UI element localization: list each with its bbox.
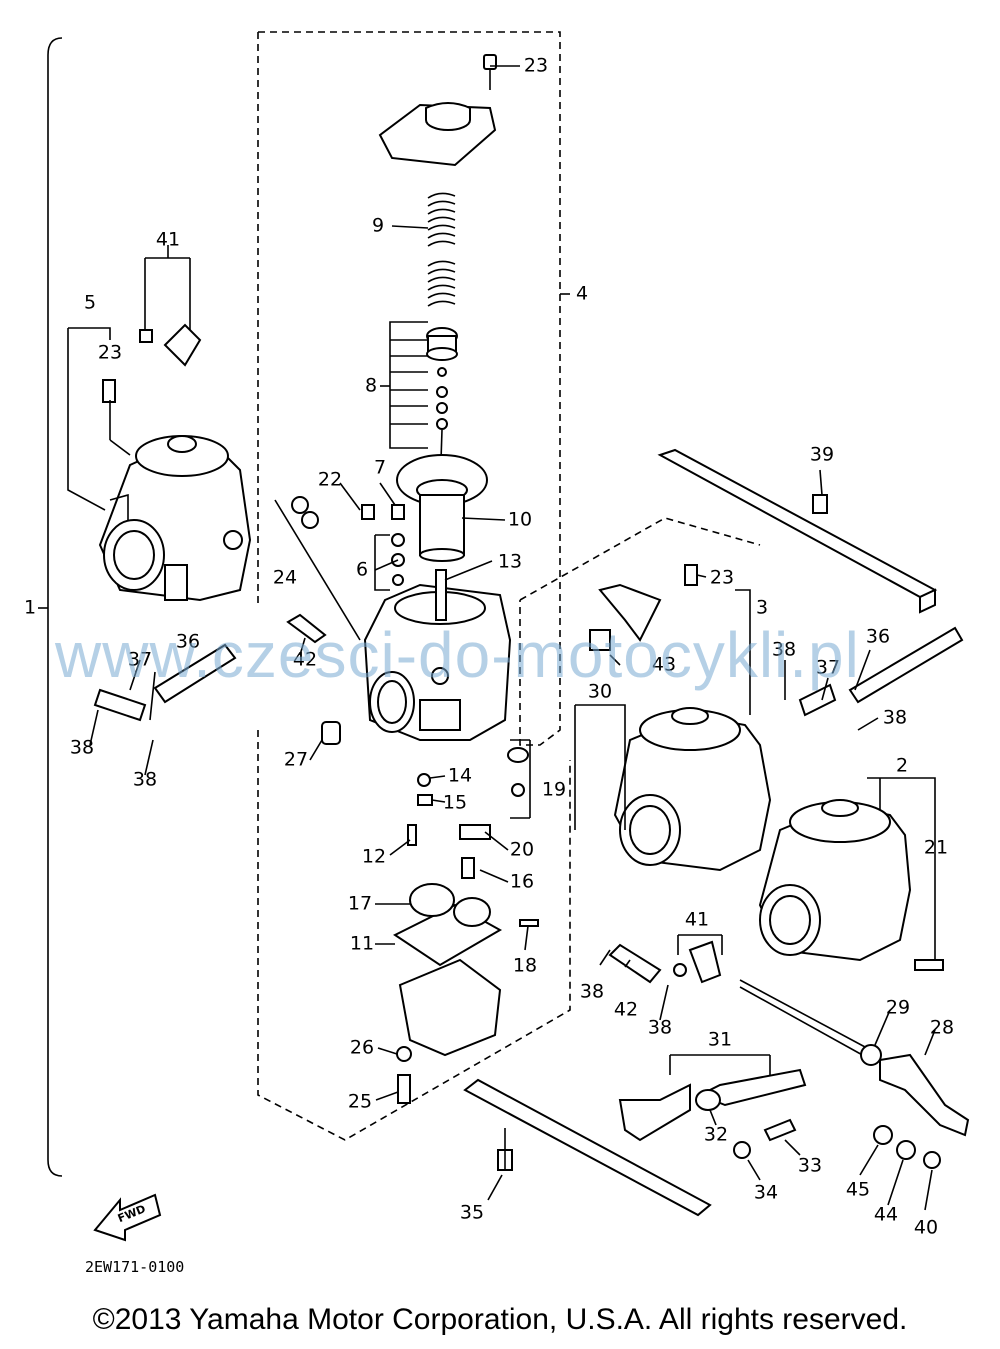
watermark-text: www.czesci-do-motocykli.pl [55, 619, 860, 691]
callout-label: 8 [365, 375, 377, 397]
callout-label: 33 [798, 1155, 822, 1177]
callout-label: 24 [273, 567, 297, 589]
float-chamber-11 [393, 883, 503, 1057]
top-stay-bar [657, 448, 938, 614]
callout-label: 3 [756, 597, 768, 619]
callout-label: 34 [754, 1182, 778, 1204]
callout-label: 12 [362, 846, 386, 868]
callout-label: 4 [576, 283, 588, 305]
callout-label: 32 [704, 1124, 728, 1146]
bottom-stay-bar [463, 1078, 712, 1217]
leader-lines [67, 65, 936, 1211]
needle-set-8 [426, 327, 458, 491]
spring-9 [427, 192, 456, 307]
callout-label: 23 [98, 342, 122, 364]
callout-label: 11 [350, 933, 374, 955]
callout-label: 22 [318, 469, 342, 491]
carb-left [98, 435, 252, 602]
callout-label: 38 [133, 769, 157, 791]
callout-label: 37 [128, 649, 152, 671]
carb-right-b [758, 799, 912, 962]
callout-label: 2 [896, 755, 908, 777]
throttle-lever-28 [879, 1053, 970, 1137]
tube-36-left [153, 643, 237, 704]
callout-label: 9 [372, 215, 384, 237]
callout-label: 36 [176, 631, 200, 653]
callout-label: 26 [350, 1037, 374, 1059]
callout-label: 18 [513, 955, 537, 977]
group-box-right [519, 517, 761, 601]
callout-label: 38 [648, 1017, 672, 1039]
callout-label: 10 [508, 509, 532, 531]
callout-label: 1 [24, 597, 36, 619]
diaphragm-piston-10 [396, 454, 488, 562]
callout-label: 38 [772, 639, 796, 661]
callout-label: 15 [443, 792, 467, 814]
group-box-4 [258, 31, 561, 746]
callout-label: 42 [614, 999, 638, 1021]
callout-label: 16 [510, 871, 534, 893]
callout-label: 43 [652, 654, 676, 676]
callout-label: 29 [886, 997, 910, 1019]
callout-label: 41 [156, 229, 180, 251]
group-box-lower [257, 730, 571, 1141]
assembly-bracket [47, 37, 63, 1177]
drawing-code: 2EW171-0100 [85, 1258, 185, 1276]
callout-label: 28 [930, 1017, 954, 1039]
bracket-8 [389, 321, 428, 449]
callout-label: 37 [816, 657, 840, 679]
small-parts [93, 323, 944, 1171]
screw-23-top [483, 54, 497, 90]
callout-label: 44 [874, 1204, 898, 1226]
throttle-shaft-lower [739, 986, 876, 1063]
callout-label: 13 [498, 551, 522, 573]
callout-label: 31 [708, 1029, 732, 1051]
callout-label: 40 [914, 1217, 938, 1239]
callout-label: 35 [460, 1202, 484, 1224]
callout-label: 41 [685, 909, 709, 931]
callout-label: 30 [588, 681, 612, 703]
tube-36-right [848, 626, 964, 704]
callout-label: 42 [293, 649, 317, 671]
callout-label: 20 [510, 839, 534, 861]
callout-label: 36 [866, 626, 890, 648]
carb-right-a [613, 707, 772, 872]
callout-labels: 23 9 4 8 41 5 23 22 7 10 6 13 24 1 42 36… [24, 55, 954, 1239]
callout-label: 27 [284, 749, 308, 771]
callout-label: 21 [924, 837, 948, 859]
callout-label: 23 [524, 55, 548, 77]
callout-label: 38 [70, 737, 94, 759]
fwd-arrow-icon [93, 1193, 162, 1242]
carb-body-center [363, 569, 512, 741]
copyright-notice: ©2013 Yamaha Motor Corporation, U.S.A. A… [92, 1303, 908, 1336]
callout-label: 39 [810, 444, 834, 466]
callout-label: 19 [542, 779, 566, 801]
callout-label: 14 [448, 765, 472, 787]
callout-label: 25 [348, 1091, 372, 1113]
callout-label: 5 [84, 292, 96, 314]
top-cover [378, 102, 497, 167]
callout-label: 23 [710, 567, 734, 589]
callout-label: 45 [846, 1179, 870, 1201]
throttle-shaft [739, 979, 881, 1056]
callout-label: 6 [356, 559, 368, 581]
callout-label: 17 [348, 893, 372, 915]
callout-label: 38 [883, 707, 907, 729]
callout-label: 7 [374, 457, 386, 479]
callout-label: 38 [580, 981, 604, 1003]
